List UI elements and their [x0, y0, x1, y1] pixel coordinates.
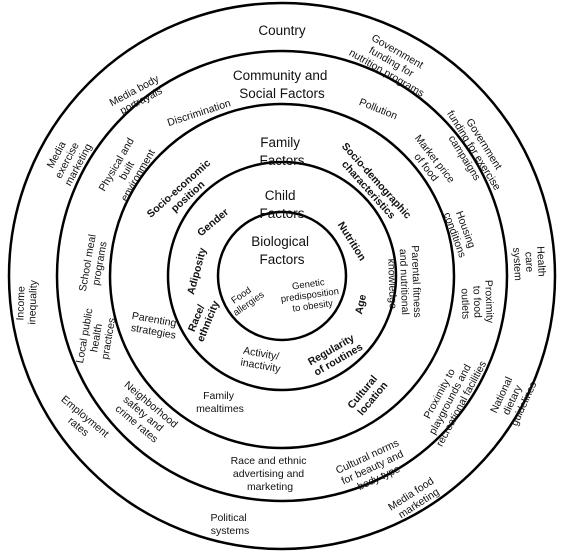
child-labels: Child Factors Gender Nutrition Age Regul… [184, 188, 369, 379]
country-item-dietary-guidelines: National dietary guidelines [487, 370, 540, 428]
child-title: Child Factors [259, 188, 304, 221]
biological-title: Biological Factors [251, 234, 313, 267]
biological-ring [216, 210, 348, 342]
child-item-activity: Activity/ inactivity [240, 345, 285, 376]
biological-labels: Biological Factors Food allergies Geneti… [229, 234, 344, 319]
community-item-physical-built: Physical and built environment [97, 133, 159, 205]
community-item-local-public-health: Local public health practices [74, 305, 120, 369]
community-item-school-meal: School meal programs [77, 231, 111, 295]
community-labels: Community and Social Factors Media body … [74, 68, 496, 493]
country-title: Country [258, 23, 306, 38]
community-item-race-advertising: Race and ethnic advertising and marketin… [231, 455, 310, 493]
community-title: Community and Social Factors [233, 68, 331, 101]
country-ring [7, 1, 557, 551]
child-ring [166, 160, 398, 392]
biological-item-genetic: Genetic predisposition to obesity [279, 275, 344, 316]
child-item-nutrition: Nutrition [335, 220, 368, 263]
family-item-cultural-location: Cultural location [345, 371, 391, 419]
community-item-media-body: Media body portrayals [108, 72, 170, 120]
family-item-mealtimes: Family mealtimes [196, 390, 244, 415]
child-item-race-ethnicity: Race/ ethnicity [184, 294, 222, 343]
community-ring [55, 49, 509, 503]
child-item-adiposity: Adiposity [185, 246, 209, 295]
country-item-health-care: Health care system [510, 246, 548, 281]
family-item-parental-fitness: Parental fitness and nutritional knowled… [385, 245, 424, 322]
child-item-age: Age [353, 293, 369, 315]
child-item-gender: Gender [195, 206, 231, 239]
country-item-media-exercise: Media exercise marketing [41, 130, 95, 188]
community-item-neighborhood: Neighborhood safety and crime rates [106, 379, 182, 451]
country-item-media-food: Media food marketing [386, 474, 445, 524]
family-item-parenting: Parenting strategies [129, 310, 180, 342]
family-title: Family Factors [259, 135, 304, 168]
country-item-political: Political systems [210, 512, 249, 537]
country-item-employment: Employment rates [51, 393, 113, 451]
community-item-proximity-food: Proximity to food outlets [458, 280, 496, 327]
community-item-pollution: Pollution [357, 96, 399, 122]
country-item-gov-nutrition: Government funding for nutrition program… [347, 26, 438, 99]
child-item-regularity: Regularity of routines [306, 331, 365, 379]
family-ring [108, 102, 456, 450]
community-item-proximity-playgrounds: Proximity to playgrounds and recreationa… [413, 348, 489, 449]
country-item-income: Income inequality [14, 279, 40, 325]
family-labels: Family Factors Socio-economic position S… [129, 135, 424, 419]
community-item-housing: Housing conditions [441, 207, 480, 260]
